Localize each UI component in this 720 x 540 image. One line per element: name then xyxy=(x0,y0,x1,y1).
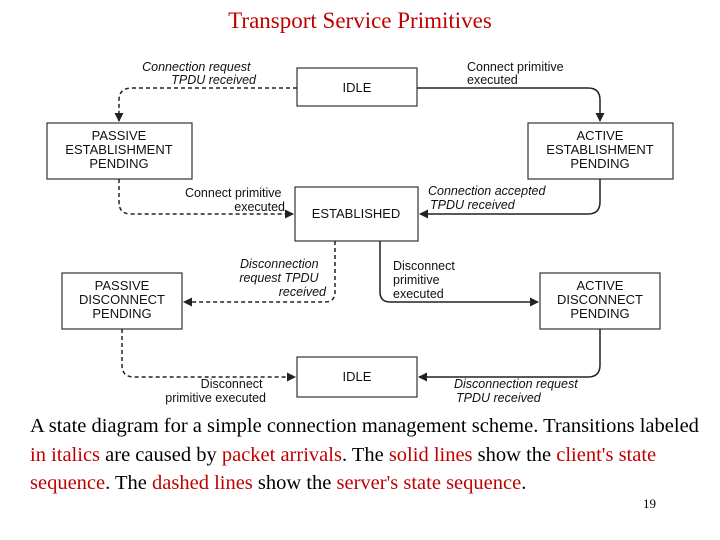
state-passive-establishment-pending: PASSIVE ESTABLISHMENT PENDING xyxy=(46,122,193,180)
label-disconnection-request-tpdu-left: Disconnection request TPDU received xyxy=(239,257,327,299)
state-label: ESTABLISHED xyxy=(312,206,401,221)
arrow-established-to-passive-disconnect xyxy=(183,241,336,307)
state-idle-bottom: IDLE xyxy=(296,356,418,398)
state-label: ESTABLISHMENT xyxy=(546,142,653,157)
label-disconnect-primitive-bottom: Disconnect primitive executed xyxy=(165,377,266,405)
state-label: PASSIVE xyxy=(92,128,147,143)
caption-highlight-solid-lines: solid lines xyxy=(388,443,473,466)
caption-text: . xyxy=(521,472,527,494)
label-disconnection-request-tpdu-bottom: Disconnection request TPDU received xyxy=(454,377,581,405)
state-established: ESTABLISHED xyxy=(294,186,419,242)
page-number: 19 xyxy=(643,496,656,511)
label-connect-primitive-top: Connect primitive executed xyxy=(467,60,567,87)
slide-title: Transport Service Primitives xyxy=(228,8,492,33)
state-label: PENDING xyxy=(89,156,148,171)
arrow-passive-disconnect-to-idle xyxy=(121,329,296,382)
arrow-idle-to-passive-establishment xyxy=(114,87,297,122)
state-label: ACTIVE xyxy=(577,278,624,293)
state-label: ESTABLISHMENT xyxy=(65,142,172,157)
state-label: IDLE xyxy=(343,369,372,384)
label-connect-primitive-server: Connect primitive executed xyxy=(185,186,285,214)
caption: A state diagram for a simple connection … xyxy=(30,412,700,498)
caption-highlight-client-sequence: client's state sequence xyxy=(30,443,657,495)
state-passive-disconnect-pending: PASSIVE DISCONNECT PENDING xyxy=(61,272,183,330)
caption-highlight-server-sequence: server's state sequence xyxy=(336,472,522,494)
arrow-passive-establishment-to-established xyxy=(118,179,294,219)
label-connection-request-tpdu: Connection request TPDU received xyxy=(142,60,257,87)
state-label: PENDING xyxy=(92,306,151,321)
arrow-established-to-active-disconnect xyxy=(379,241,539,307)
caption-text: show the xyxy=(252,472,337,494)
caption-highlight-italics: in italics xyxy=(30,443,101,466)
label-connection-accepted-tpdu: Connection accepted TPDU received xyxy=(428,184,549,212)
caption-text: show the xyxy=(472,443,557,466)
arrow-active-establishment-to-established xyxy=(419,179,601,219)
caption-text: . The xyxy=(341,443,389,466)
state-label: PENDING xyxy=(570,306,629,321)
arrow-active-disconnect-to-idle xyxy=(418,329,601,382)
state-label: PASSIVE xyxy=(95,278,150,293)
caption-text: . The xyxy=(105,472,153,494)
state-idle-top: IDLE xyxy=(296,67,418,107)
state-active-disconnect-pending: ACTIVE DISCONNECT PENDING xyxy=(539,272,661,330)
caption-text: A state diagram for a simple connection … xyxy=(30,415,699,437)
state-label: DISCONNECT xyxy=(557,292,643,307)
state-label: ACTIVE xyxy=(577,128,624,143)
state-label: DISCONNECT xyxy=(79,292,165,307)
caption-text: are caused by xyxy=(100,443,222,466)
label-disconnect-primitive-right: Disconnect primitive executed xyxy=(393,259,458,301)
state-label: PENDING xyxy=(570,156,629,171)
state-label: IDLE xyxy=(343,80,372,95)
caption-highlight-packet-arrivals: packet arrivals xyxy=(221,443,342,466)
state-active-establishment-pending: ACTIVE ESTABLISHMENT PENDING xyxy=(527,122,674,180)
arrow-idle-to-active-establishment xyxy=(417,87,605,122)
caption-highlight-dashed-lines: dashed lines xyxy=(152,472,253,494)
